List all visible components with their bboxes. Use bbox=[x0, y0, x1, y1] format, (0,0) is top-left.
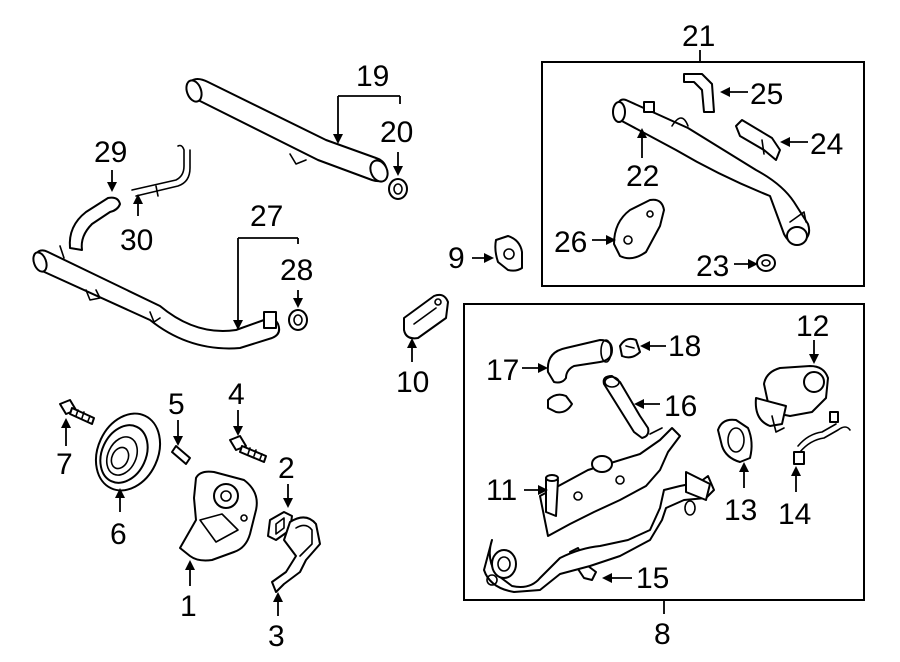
callout-18: 18 bbox=[668, 330, 701, 363]
callout-15: 15 bbox=[636, 562, 669, 595]
callout-2: 2 bbox=[278, 452, 295, 485]
callout-labels: 19 20 27 28 29 30 9 10 21 25 24 22 26 23… bbox=[56, 20, 843, 653]
housing-11 bbox=[483, 427, 715, 593]
callout-25: 25 bbox=[750, 78, 783, 111]
water-pipe-27 bbox=[32, 245, 281, 350]
callout-3: 3 bbox=[268, 620, 285, 653]
bracket-25 bbox=[683, 73, 715, 113]
callout-9: 9 bbox=[448, 242, 465, 275]
leader-27 bbox=[238, 237, 298, 328]
callout-5: 5 bbox=[168, 388, 185, 421]
callout-7: 7 bbox=[56, 448, 73, 481]
callout-4: 4 bbox=[228, 378, 245, 411]
callout-22: 22 bbox=[626, 160, 659, 193]
callout-26: 26 bbox=[554, 226, 587, 259]
o-ring-23 bbox=[756, 254, 776, 272]
callout-14: 14 bbox=[778, 498, 811, 531]
gasket-9 bbox=[494, 235, 523, 272]
bypass-pipe-22 bbox=[612, 98, 811, 246]
o-ring-20 bbox=[388, 178, 408, 200]
bracket-26 bbox=[613, 198, 665, 260]
callout-19: 19 bbox=[356, 60, 389, 93]
gasket-10 bbox=[403, 293, 449, 340]
bracket-24 bbox=[735, 119, 781, 161]
callout-24: 24 bbox=[810, 128, 843, 161]
callout-28: 28 bbox=[280, 254, 313, 287]
bypass-pipe-kit-box bbox=[541, 61, 865, 287]
callout-1: 1 bbox=[180, 590, 197, 623]
callout-20: 20 bbox=[380, 116, 413, 149]
o-ring-28 bbox=[288, 309, 308, 331]
water-pump-1 bbox=[179, 470, 258, 562]
leader-19 bbox=[338, 95, 400, 142]
thermostat-housing-12 bbox=[754, 365, 829, 433]
gasket-3 bbox=[271, 516, 321, 593]
callout-17: 17 bbox=[486, 354, 519, 387]
clamp-17b bbox=[547, 393, 573, 414]
water-pipe-19 bbox=[185, 78, 389, 183]
bolt-7 bbox=[59, 399, 95, 425]
callout-6: 6 bbox=[110, 518, 127, 551]
callout-10: 10 bbox=[396, 366, 429, 399]
dowel-pin-5 bbox=[171, 445, 191, 465]
callout-27: 27 bbox=[250, 200, 283, 233]
callout-16: 16 bbox=[664, 390, 697, 423]
gasket-13 bbox=[717, 418, 753, 463]
tube-30 bbox=[131, 144, 191, 197]
bolt-4 bbox=[229, 435, 267, 463]
callout-12: 12 bbox=[796, 310, 829, 343]
leader-lines bbox=[61, 50, 819, 616]
callout-8: 8 bbox=[654, 618, 671, 651]
sensor-14 bbox=[793, 411, 851, 465]
callout-30: 30 bbox=[120, 224, 153, 257]
callout-23: 23 bbox=[696, 250, 729, 283]
callout-21: 21 bbox=[682, 20, 715, 53]
callout-13: 13 bbox=[724, 494, 757, 527]
clamp-18 bbox=[619, 337, 641, 359]
hose-17 bbox=[546, 339, 613, 384]
callout-29: 29 bbox=[94, 136, 127, 169]
callout-11: 11 bbox=[486, 474, 517, 507]
pipe-16 bbox=[602, 375, 650, 439]
hose-29 bbox=[68, 196, 121, 251]
pulley-6 bbox=[94, 412, 162, 492]
